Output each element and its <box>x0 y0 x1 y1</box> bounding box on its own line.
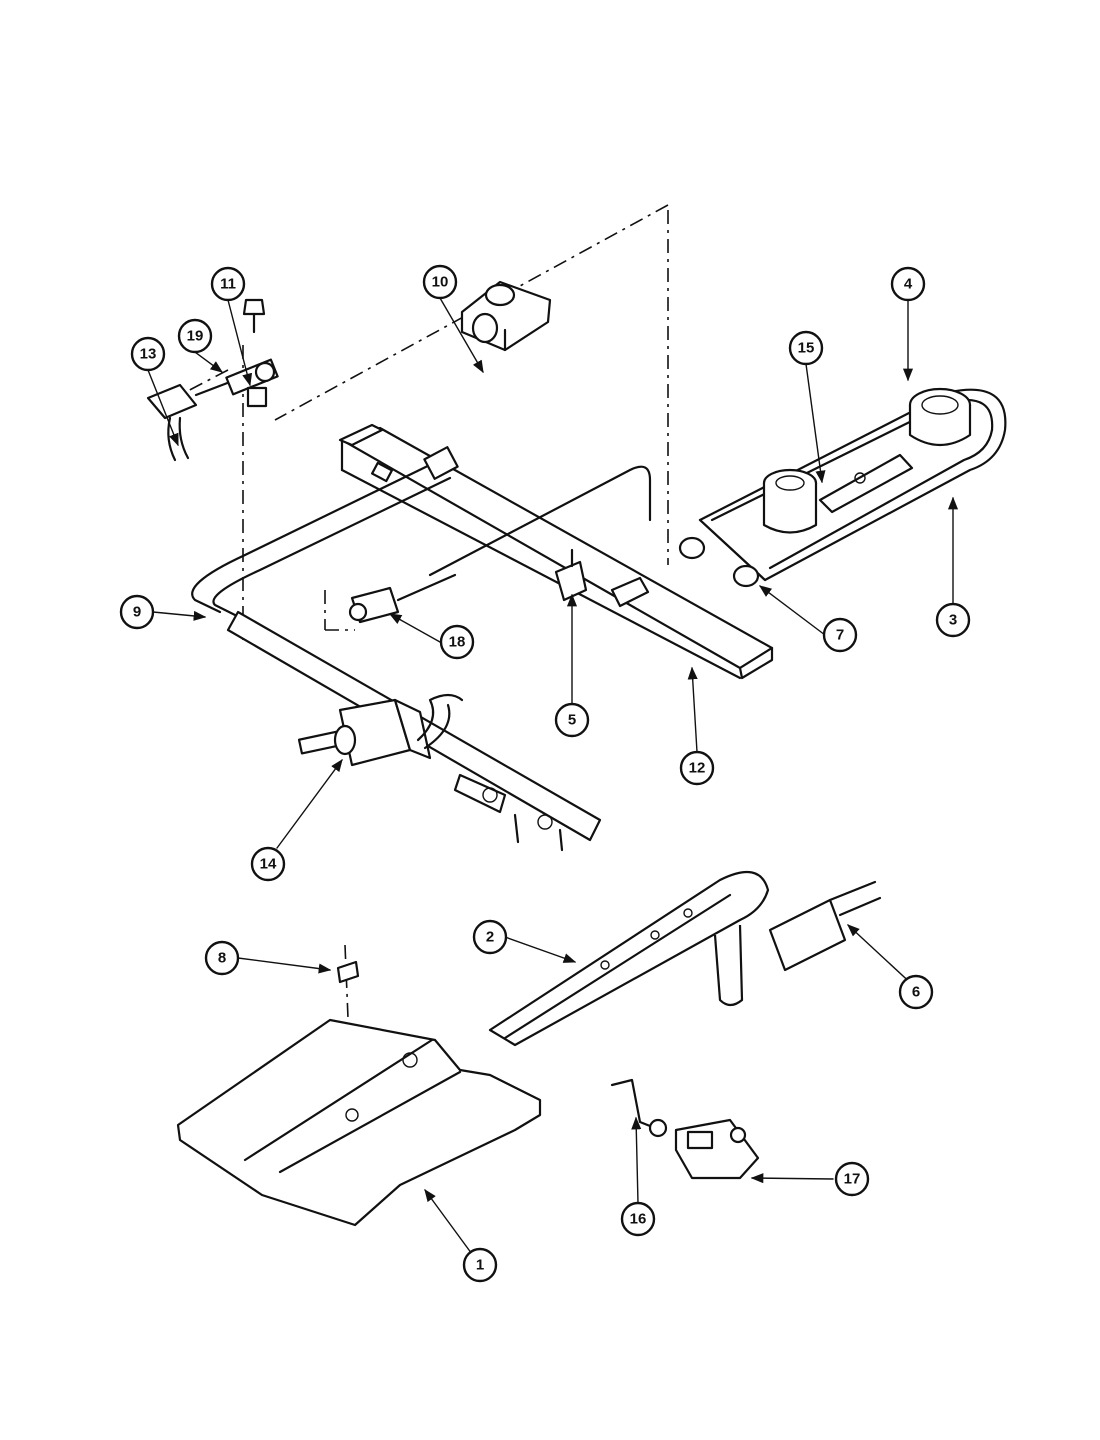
svg-text:12: 12 <box>689 760 706 777</box>
burner-head-small <box>762 468 818 534</box>
svg-text:3: 3 <box>949 612 957 629</box>
tube-part-16 <box>610 1078 668 1138</box>
svg-text:4: 4 <box>904 276 913 293</box>
valve-part-17 <box>674 1118 760 1180</box>
callout-19: 19 <box>177 318 213 354</box>
svg-text:13: 13 <box>140 346 157 363</box>
callout-14: 14 <box>250 846 286 882</box>
callout-17: 17 <box>834 1161 870 1197</box>
svg-text:1: 1 <box>476 1257 484 1274</box>
callout-4: 4 <box>890 266 926 302</box>
svg-text:9: 9 <box>133 604 141 621</box>
svg-text:10: 10 <box>432 274 449 291</box>
bracket-part-13 <box>146 380 232 462</box>
callout-11: 11 <box>210 266 246 302</box>
callout-6: 6 <box>898 974 934 1010</box>
orifice-part-7 <box>678 536 760 588</box>
callout-1: 1 <box>462 1247 498 1283</box>
manifold-part-14 <box>226 610 602 852</box>
screw-part-8 <box>336 960 360 984</box>
callout-16: 16 <box>620 1201 656 1237</box>
callout-2: 2 <box>472 919 508 955</box>
igniter-part-15 <box>818 453 914 514</box>
svg-text:11: 11 <box>220 276 236 293</box>
gas-tube-part-9 <box>191 446 459 617</box>
svg-text:17: 17 <box>844 1171 861 1188</box>
svg-text:14: 14 <box>260 856 277 873</box>
callout-9: 9 <box>119 594 155 630</box>
svg-text:7: 7 <box>836 627 844 644</box>
callout-10: 10 <box>422 264 458 300</box>
wire <box>428 465 652 577</box>
callout-15: 15 <box>788 330 824 366</box>
clip-part-5 <box>554 548 588 602</box>
svg-text:8: 8 <box>218 950 226 967</box>
svg-text:15: 15 <box>798 340 815 357</box>
svg-text:19: 19 <box>187 328 204 345</box>
callout-13: 13 <box>130 336 166 372</box>
svg-text:5: 5 <box>568 712 576 729</box>
callout-18: 18 <box>439 624 475 660</box>
burner-rail-part-12 <box>338 423 774 680</box>
callout-12: 12 <box>679 750 715 786</box>
svg-text:6: 6 <box>912 984 920 1001</box>
fitting-part-19 <box>225 358 279 408</box>
igniter-part-6 <box>768 880 882 972</box>
callout-7: 7 <box>822 617 858 653</box>
svg-text:16: 16 <box>630 1211 647 1228</box>
burner-head-part-4 <box>908 387 972 446</box>
base-plate-part-1 <box>176 1018 542 1227</box>
screw-part-11 <box>242 298 266 334</box>
burner-part-2 <box>488 870 770 1047</box>
callout-5: 5 <box>554 702 590 738</box>
callout-8: 8 <box>204 940 240 976</box>
igniter-module-part-10 <box>460 280 552 352</box>
svg-text:2: 2 <box>486 929 494 946</box>
svg-text:18: 18 <box>449 634 466 651</box>
callout-3: 3 <box>935 602 971 638</box>
orifice-part-18 <box>348 573 457 624</box>
